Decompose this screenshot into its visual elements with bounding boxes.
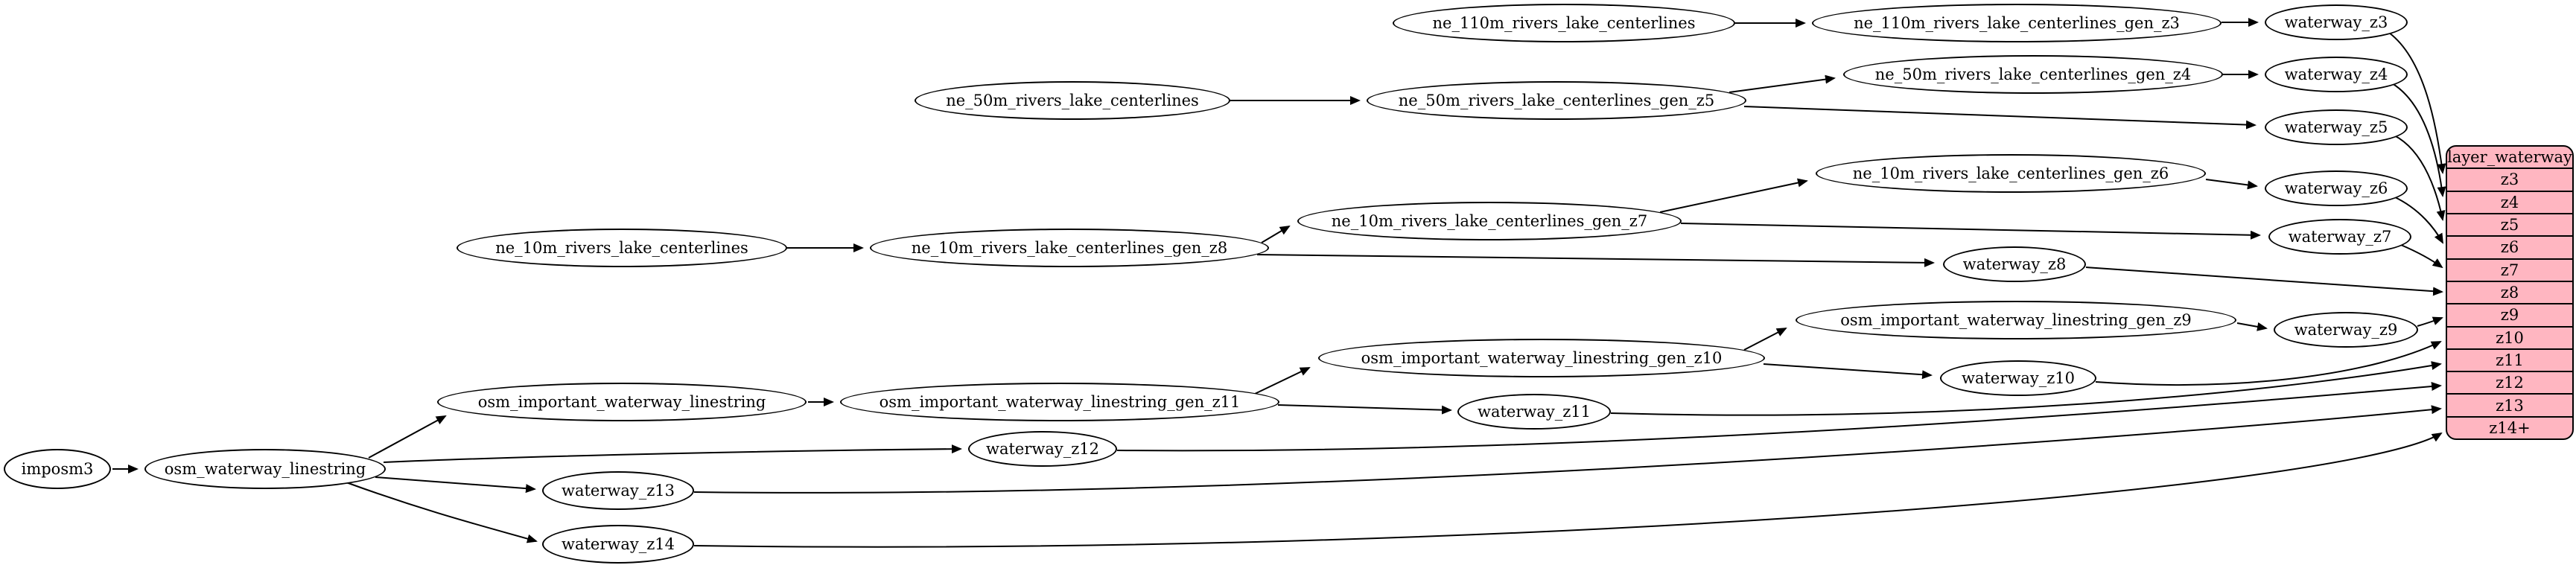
- node-waterway-z14: waterway_z14: [542, 525, 694, 564]
- record-row-z3: z3: [2447, 167, 2572, 190]
- record-row-z13: z13: [2447, 393, 2572, 415]
- record-row-z6: z6: [2447, 235, 2572, 258]
- edge: [2388, 32, 2446, 174]
- node-ne-50m-rivers-lake-centerlines-gen-z4: ne_50m_rivers_lake_centerlines_gen_z4: [1843, 55, 2223, 94]
- edge: [2393, 196, 2443, 244]
- node-ne-50m-rivers-lake-centerlines: ne_50m_rivers_lake_centerlines: [915, 81, 1230, 120]
- node-imposm3: imposm3: [4, 449, 111, 489]
- edge: [1729, 74, 1836, 93]
- node-waterway-z10: waterway_z10: [1940, 360, 2096, 396]
- layer-waterway-record: layer_waterway z3 z4 z5 z6 z7 z8 z9 z10 …: [2446, 145, 2574, 440]
- edge: [1680, 223, 2261, 240]
- node-waterway-z12: waterway_z12: [968, 431, 1117, 467]
- node-ne-10m-rivers-lake-centerlines-gen-z8: ne_10m_rivers_lake_centerlines_gen_z8: [870, 229, 1269, 267]
- node-ne-110m-rivers-lake-centerlines: ne_110m_rivers_lake_centerlines: [1393, 4, 1735, 42]
- node-ne-10m-rivers-lake-centerlines: ne_10m_rivers_lake_centerlines: [457, 229, 787, 267]
- record-row-z8: z8: [2447, 280, 2572, 303]
- node-waterway-z8: waterway_z8: [1943, 246, 2086, 282]
- edge: [693, 405, 2442, 494]
- node-osm-important-waterway-linestring-gen-z10: osm_important_waterway_linestring_gen_z1…: [1318, 339, 1765, 377]
- edge: [1254, 367, 1311, 395]
- record-row-z14plus: z14+: [2447, 415, 2572, 438]
- edge: [2095, 341, 2442, 386]
- record-row-z5: z5: [2447, 212, 2572, 235]
- node-osm-important-waterway-linestring: osm_important_waterway_linestring: [437, 383, 807, 421]
- node-waterway-z11: waterway_z11: [1457, 394, 1611, 430]
- edge: [383, 444, 962, 463]
- node-osm-waterway-linestring: osm_waterway_linestring: [144, 449, 386, 489]
- node-ne-10m-rivers-lake-centerlines-gen-z6: ne_10m_rivers_lake_centerlines_gen_z6: [1816, 154, 2206, 193]
- edge: [346, 482, 538, 543]
- edge: [2236, 322, 2268, 331]
- node-waterway-z3: waterway_z3: [2265, 4, 2408, 40]
- node-waterway-z6: waterway_z6: [2265, 170, 2408, 206]
- node-waterway-z4: waterway_z4: [2265, 57, 2408, 92]
- edge: [2417, 316, 2443, 327]
- record-row-z11: z11: [2447, 348, 2572, 371]
- edge: [1743, 106, 2257, 130]
- record-row-z7: z7: [2447, 258, 2572, 281]
- edge: [2400, 244, 2443, 269]
- edge: [1116, 382, 2442, 452]
- edge: [2394, 135, 2446, 221]
- node-waterway-z5: waterway_z5: [2265, 109, 2408, 145]
- edge: [1277, 404, 1452, 415]
- node-ne-110m-rivers-lake-centerlines-gen-z3: ne_110m_rivers_lake_centerlines_gen_z3: [1812, 4, 2222, 42]
- edge: [2085, 267, 2443, 296]
- record-row-z12: z12: [2447, 371, 2572, 393]
- record-row-z9: z9: [2447, 303, 2572, 325]
- edge: [2205, 179, 2258, 190]
- record-row-z10: z10: [2447, 325, 2572, 348]
- edge: [1763, 363, 1933, 380]
- edge: [1743, 328, 1787, 351]
- edge: [368, 415, 447, 459]
- node-ne-50m-rivers-lake-centerlines-gen-z5: ne_50m_rivers_lake_centerlines_gen_z5: [1367, 81, 1746, 120]
- record-title: layer_waterway: [2447, 148, 2572, 167]
- node-osm-important-waterway-linestring-gen-z11: osm_important_waterway_linestring_gen_z1…: [840, 383, 1279, 421]
- edge: [375, 476, 536, 494]
- edge: [1610, 361, 2442, 416]
- node-osm-important-waterway-linestring-gen-z9: osm_important_waterway_linestring_gen_z9: [1796, 301, 2236, 339]
- node-waterway-z7: waterway_z7: [2268, 219, 2411, 255]
- record-row-z4: z4: [2447, 190, 2572, 213]
- edge: [693, 432, 2443, 548]
- edge: [1256, 254, 1935, 267]
- edge: [1261, 225, 1291, 243]
- node-waterway-z13: waterway_z13: [542, 471, 694, 510]
- edge: [2391, 83, 2446, 197]
- node-waterway-z9: waterway_z9: [2274, 312, 2418, 348]
- edge: [1659, 178, 1808, 213]
- node-ne-10m-rivers-lake-centerlines-gen-z7: ne_10m_rivers_lake_centerlines_gen_z7: [1297, 202, 1682, 240]
